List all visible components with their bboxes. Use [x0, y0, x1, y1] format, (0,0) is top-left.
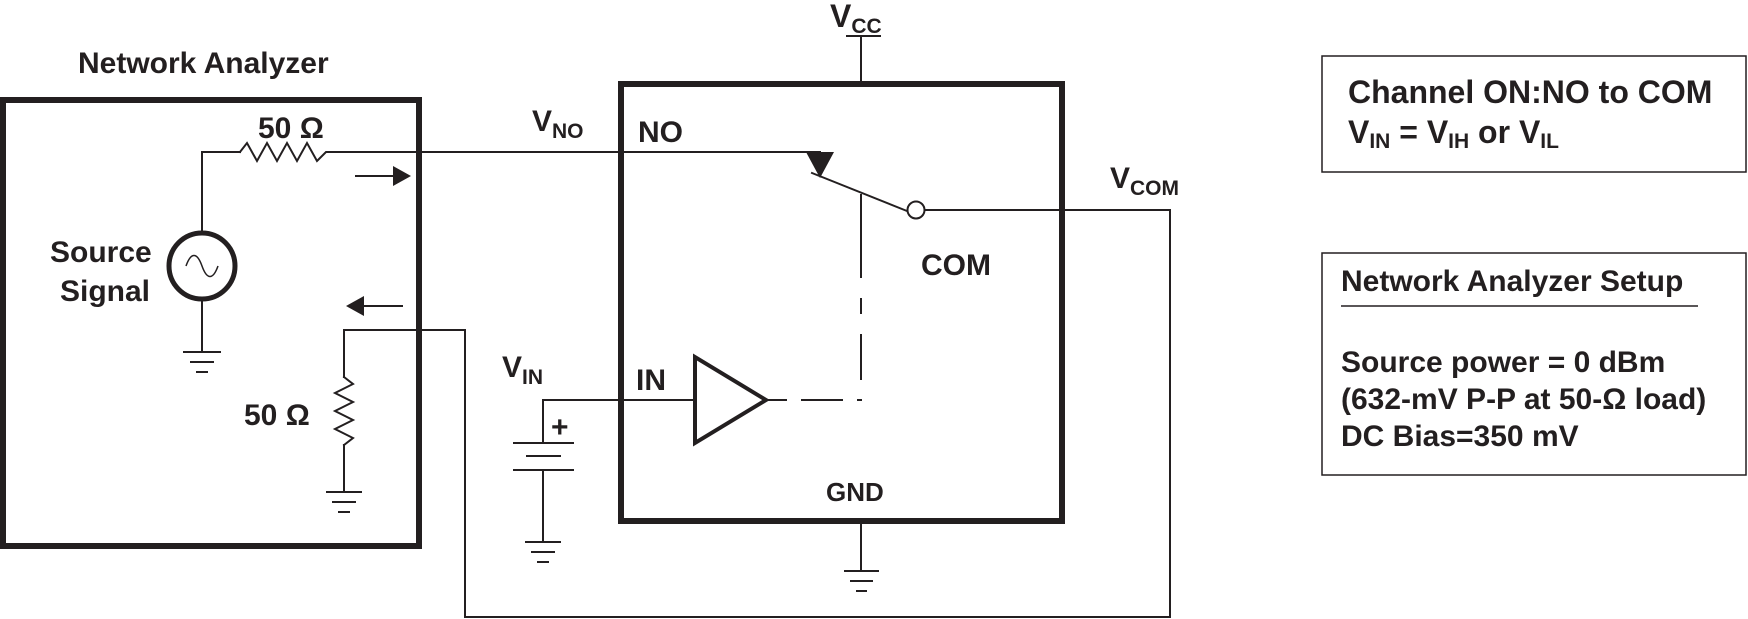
setup-note-title: Network Analyzer Setup — [1341, 265, 1683, 298]
switch-ic-box — [618, 81, 1065, 524]
vcc-label: VCC — [830, 0, 882, 38]
switch-ic-block: VCC VNO NO COM IN GND — [532, 0, 1065, 592]
com-pin-label: COM — [921, 249, 991, 282]
resistor-bottom-label: 50 Ω — [244, 399, 310, 432]
com-return-path: VCOM — [464, 162, 1179, 618]
sine-wave-icon — [185, 254, 219, 278]
vin-battery-block: VIN + — [502, 351, 574, 563]
network-analyzer-box — [0, 97, 422, 549]
no-pin-label: NO — [638, 116, 683, 149]
resistor-top-label: 50 Ω — [258, 112, 324, 145]
switch-contact-triangle — [806, 152, 834, 178]
channel-note-line1: Channel ON:NO to COM — [1348, 74, 1712, 110]
return-input-wire — [343, 329, 466, 618]
resistor-bottom-symbol — [332, 375, 356, 447]
source-wire — [201, 151, 241, 234]
buffer-symbol — [693, 353, 770, 447]
setup-note-line1: Source power = 0 dBm — [1341, 346, 1665, 379]
network-analyzer-block: Network Analyzer Source Signal 50 Ω 50 Ω — [0, 47, 619, 618]
input-arrow-icon — [346, 296, 364, 316]
switch-arm — [810, 171, 909, 213]
channel-note-line2: VIN = VIH or VIL — [1348, 114, 1559, 153]
setup-note-box: Network Analyzer Setup Source power = 0 … — [1321, 252, 1747, 476]
source-signal-label-line2: Signal — [60, 275, 150, 308]
gnd-pin-label: GND — [826, 477, 884, 507]
v-com-label: VCOM — [1110, 162, 1179, 200]
com-return-wire — [464, 209, 1171, 618]
battery-plus-label: + — [551, 411, 569, 444]
setup-note-line2: (632-mV P-P at 50-Ω load) — [1341, 383, 1706, 416]
source-signal-label: Source — [50, 236, 152, 269]
output-arrow-icon — [393, 166, 411, 186]
resistor-top-symbol — [238, 140, 347, 164]
com-contact-circle — [906, 200, 926, 220]
v-no-label: VNO — [532, 105, 584, 143]
network-analyzer-label: Network Analyzer — [78, 47, 329, 80]
v-in-label: VIN — [502, 351, 543, 389]
setup-note-line3: DC Bias=350 mV — [1341, 420, 1579, 453]
in-pin-label: IN — [636, 364, 666, 397]
channel-note-box: Channel ON:NO to COM VIN = VIH or VIL — [1321, 55, 1747, 173]
